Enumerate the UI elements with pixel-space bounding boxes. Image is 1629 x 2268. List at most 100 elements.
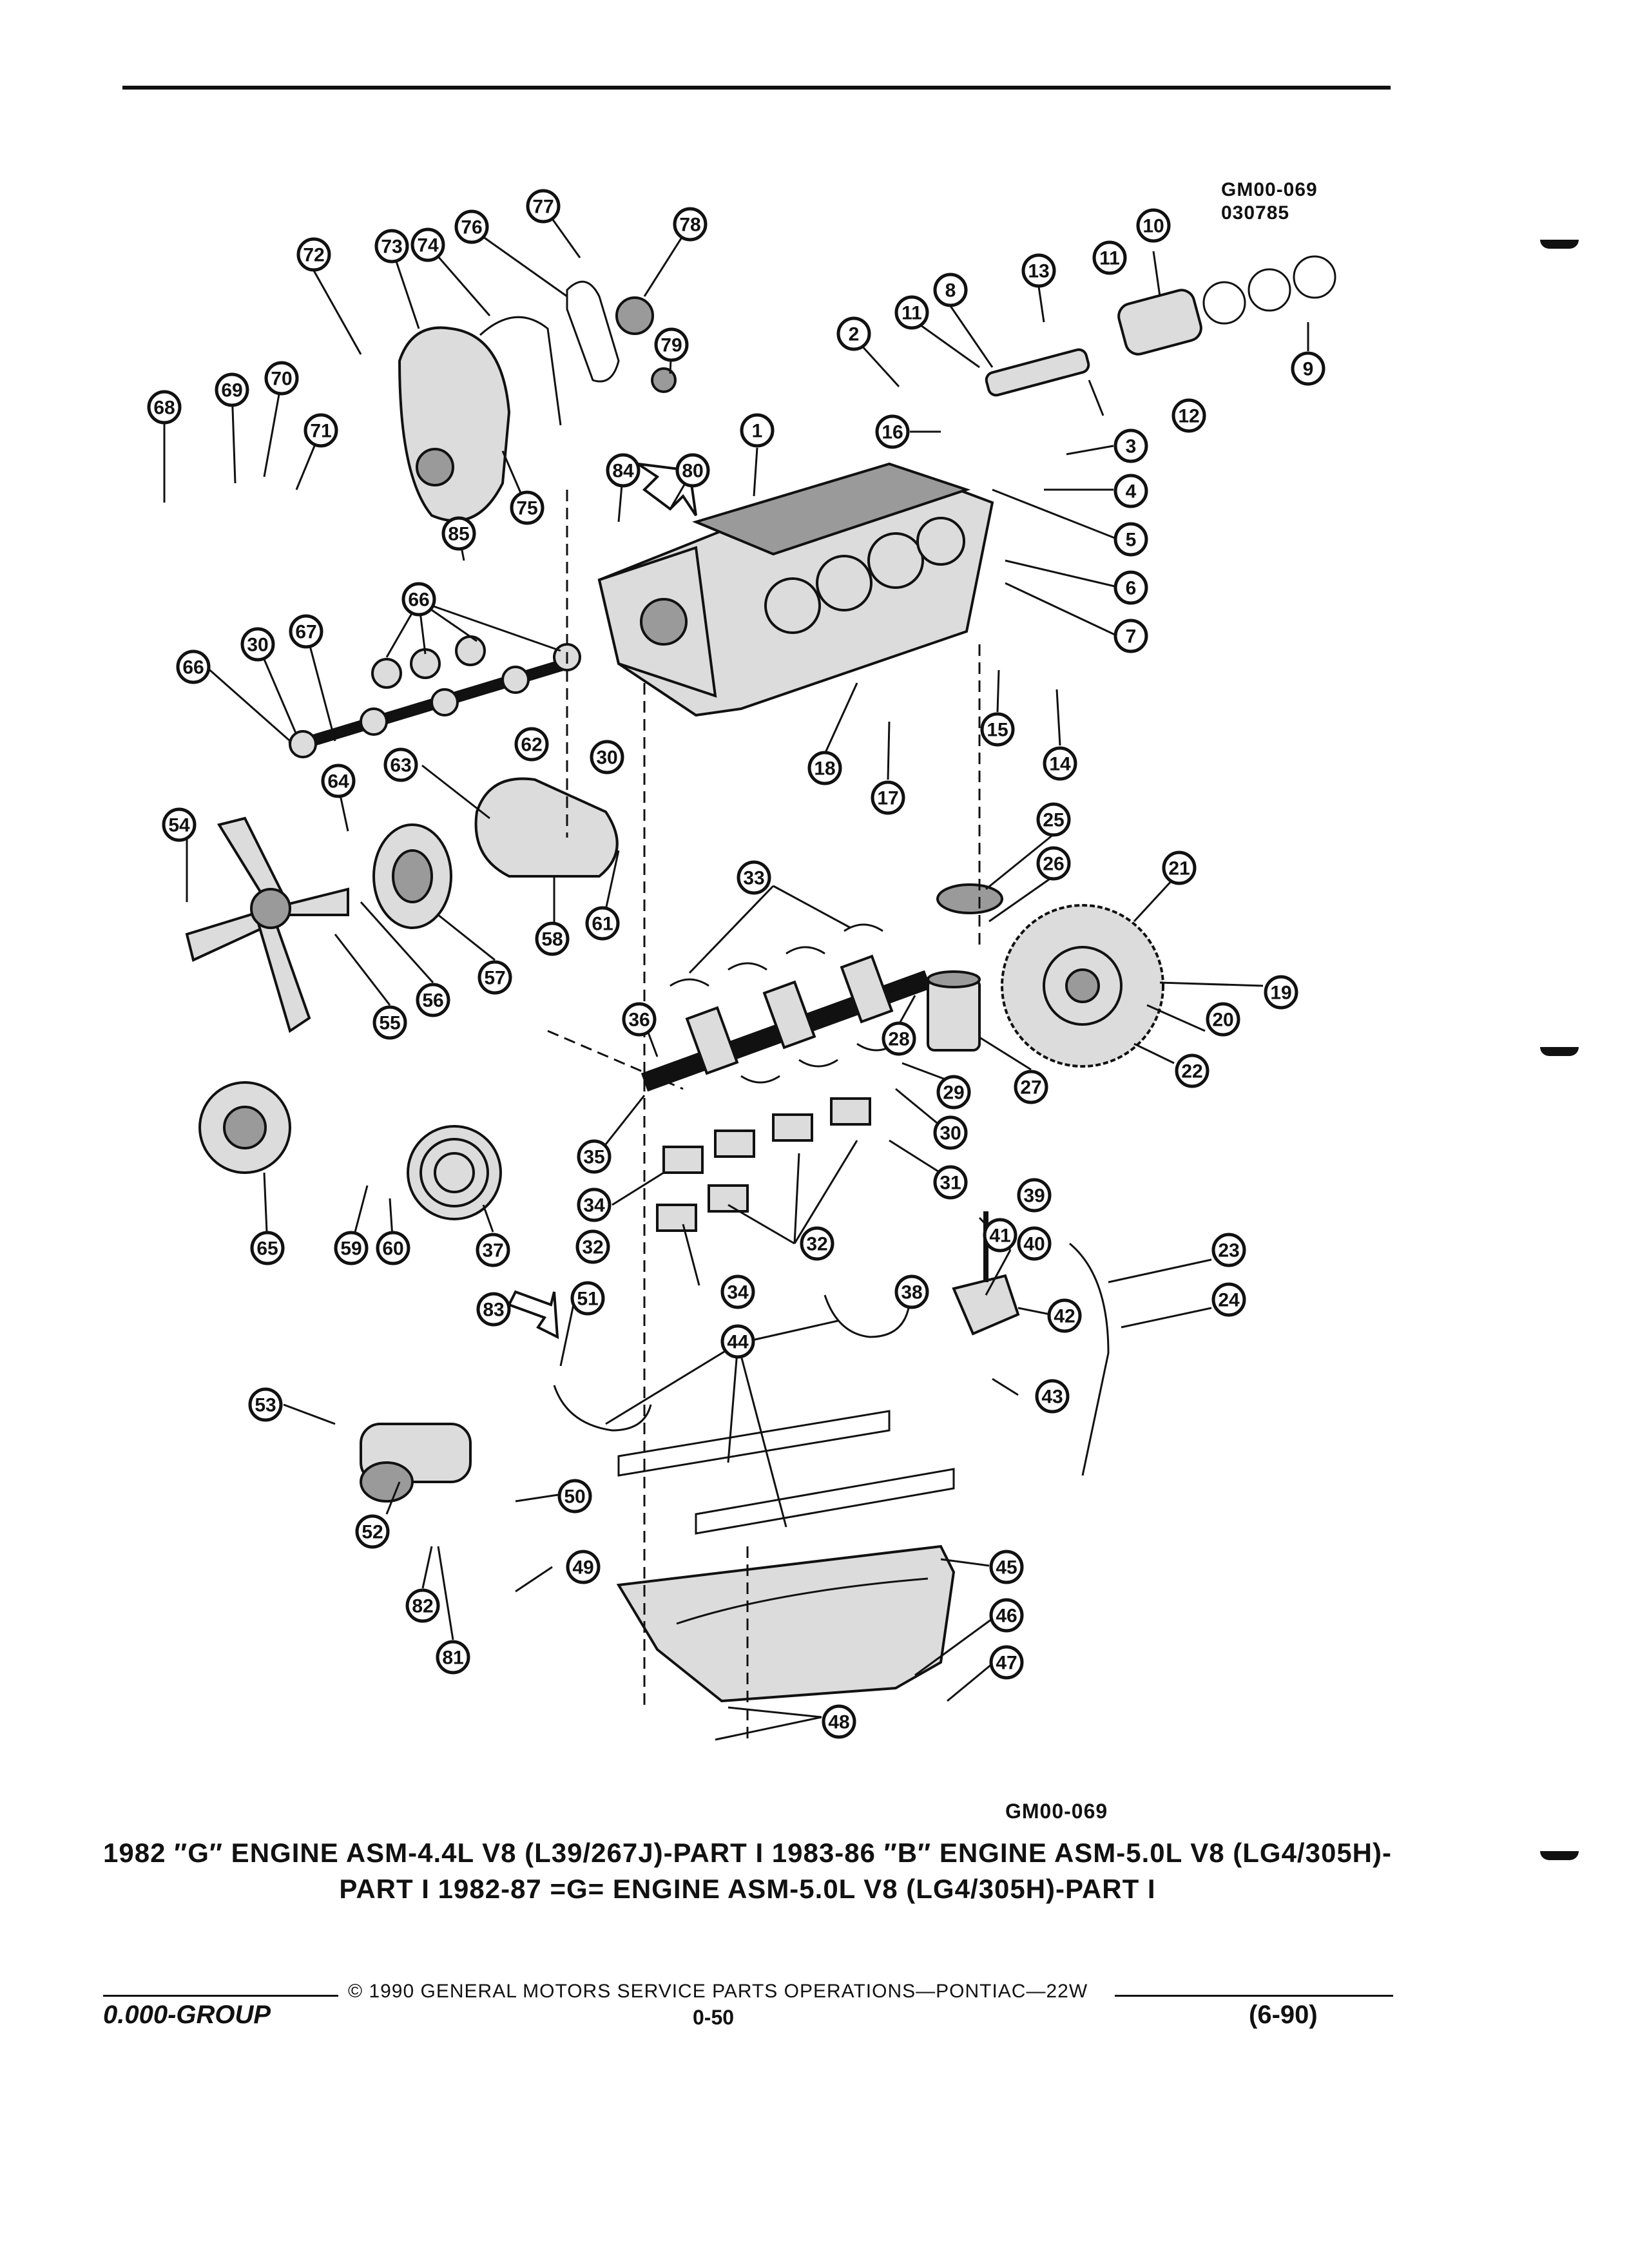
callout-number: 46 — [996, 1606, 1017, 1627]
callout-69: 69 — [215, 372, 249, 407]
callout-number: 35 — [583, 1147, 604, 1168]
callout-23: 23 — [1211, 1233, 1246, 1267]
callout-number: 28 — [888, 1029, 909, 1050]
starter — [360, 1423, 472, 1503]
callout-49: 49 — [566, 1550, 601, 1584]
callout-number: 7 — [1126, 626, 1137, 648]
timing-cover — [398, 326, 511, 523]
callout-30: 30 — [933, 1115, 968, 1150]
callout-number: 20 — [1212, 1010, 1233, 1031]
callout-number: 50 — [564, 1486, 585, 1508]
callout-number: 71 — [310, 421, 331, 442]
callout-14: 14 — [1043, 746, 1077, 781]
footer-rule-left — [103, 1995, 338, 1997]
callout-29: 29 — [936, 1075, 971, 1110]
callout-46: 46 — [989, 1598, 1024, 1633]
oil-filter-adapter — [936, 883, 1003, 914]
callout-number: 11 — [901, 303, 922, 324]
callout-number: 52 — [361, 1522, 383, 1543]
callout-30: 30 — [590, 740, 624, 774]
callout-number: 12 — [1178, 406, 1199, 427]
callout-number: 45 — [996, 1557, 1017, 1579]
callout-number: 47 — [996, 1653, 1017, 1674]
callout-number: 62 — [521, 735, 542, 756]
callout-number: 39 — [1023, 1186, 1045, 1207]
callout-70: 70 — [264, 361, 299, 396]
timing-gasket — [479, 316, 562, 426]
callout-39: 39 — [1017, 1178, 1052, 1213]
callout-number: 66 — [408, 590, 429, 611]
callout-56: 56 — [416, 983, 450, 1017]
callout-number: 51 — [577, 1289, 598, 1310]
callout-number: 16 — [882, 422, 903, 443]
callout-15: 15 — [980, 712, 1015, 747]
callout-64: 64 — [321, 764, 356, 798]
callout-22: 22 — [1175, 1053, 1210, 1088]
callout-81: 81 — [436, 1640, 470, 1675]
oil-pan-gaskets — [617, 1410, 955, 1535]
figure-reference-date: 030785 — [1221, 202, 1290, 224]
callout-6: 6 — [1113, 570, 1148, 605]
callout-number: 32 — [806, 1234, 827, 1255]
main-bearing-caps — [656, 1097, 871, 1232]
callout-19: 19 — [1264, 975, 1298, 1010]
callout-number: 76 — [461, 217, 482, 238]
callout-number: 30 — [596, 747, 617, 769]
callout-number: 78 — [679, 215, 700, 236]
callout-13: 13 — [1021, 253, 1056, 288]
engine-block — [597, 462, 994, 717]
callout-57: 57 — [477, 960, 512, 995]
binder-mark — [1540, 1851, 1579, 1860]
fan — [185, 816, 349, 1033]
callout-number: 49 — [572, 1557, 593, 1579]
callout-30: 30 — [240, 627, 275, 662]
callout-33: 33 — [737, 860, 771, 895]
callout-12: 12 — [1171, 398, 1206, 433]
callout-number: 9 — [1303, 359, 1314, 380]
callout-number: 4 — [1126, 481, 1137, 503]
callout-number: 61 — [592, 914, 613, 935]
caption-code: GM00-069 — [1005, 1800, 1108, 1823]
callout-number: 84 — [612, 461, 634, 482]
callout-number: 82 — [412, 1596, 433, 1617]
oil-filter — [927, 970, 981, 1052]
binder-mark — [1540, 240, 1579, 249]
camshaft — [288, 635, 581, 758]
callout-74: 74 — [410, 227, 445, 262]
callout-62: 62 — [514, 727, 549, 762]
callout-number: 8 — [945, 280, 956, 302]
callout-52: 52 — [355, 1514, 390, 1549]
callout-77: 77 — [526, 189, 561, 224]
group-label: 0.000-GROUP — [103, 2001, 271, 2029]
callout-84: 84 — [606, 453, 641, 488]
callout-number: 85 — [448, 524, 469, 545]
callout-number: 1 — [752, 421, 763, 442]
callout-number: 81 — [442, 1648, 463, 1669]
page-number: 0-50 — [693, 2006, 735, 2029]
callout-number: 59 — [340, 1238, 361, 1260]
callout-10: 10 — [1136, 208, 1171, 243]
callout-73: 73 — [374, 229, 409, 264]
rear-main-seal — [553, 1385, 652, 1432]
callout-66: 66 — [401, 582, 436, 617]
callout-number: 58 — [541, 929, 563, 950]
callout-number: 77 — [532, 197, 554, 218]
callout-47: 47 — [989, 1645, 1024, 1680]
callout-number: 2 — [849, 324, 860, 345]
callout-number: 17 — [877, 788, 898, 809]
piston — [1117, 289, 1202, 356]
callout-number: 44 — [727, 1332, 749, 1353]
callout-42: 42 — [1047, 1298, 1082, 1333]
oil-pan — [616, 1544, 956, 1703]
callout-number: 22 — [1181, 1061, 1202, 1082]
callout-number: 33 — [743, 868, 764, 889]
callout-48: 48 — [822, 1704, 856, 1739]
callout-68: 68 — [147, 390, 182, 425]
callout-number: 27 — [1020, 1077, 1041, 1099]
crankshaft — [641, 954, 932, 1092]
harmonic-balancer — [407, 1125, 502, 1220]
callout-54: 54 — [162, 807, 197, 842]
callout-53: 53 — [248, 1387, 283, 1422]
callout-number: 24 — [1218, 1290, 1240, 1311]
callout-number: 57 — [484, 968, 505, 989]
